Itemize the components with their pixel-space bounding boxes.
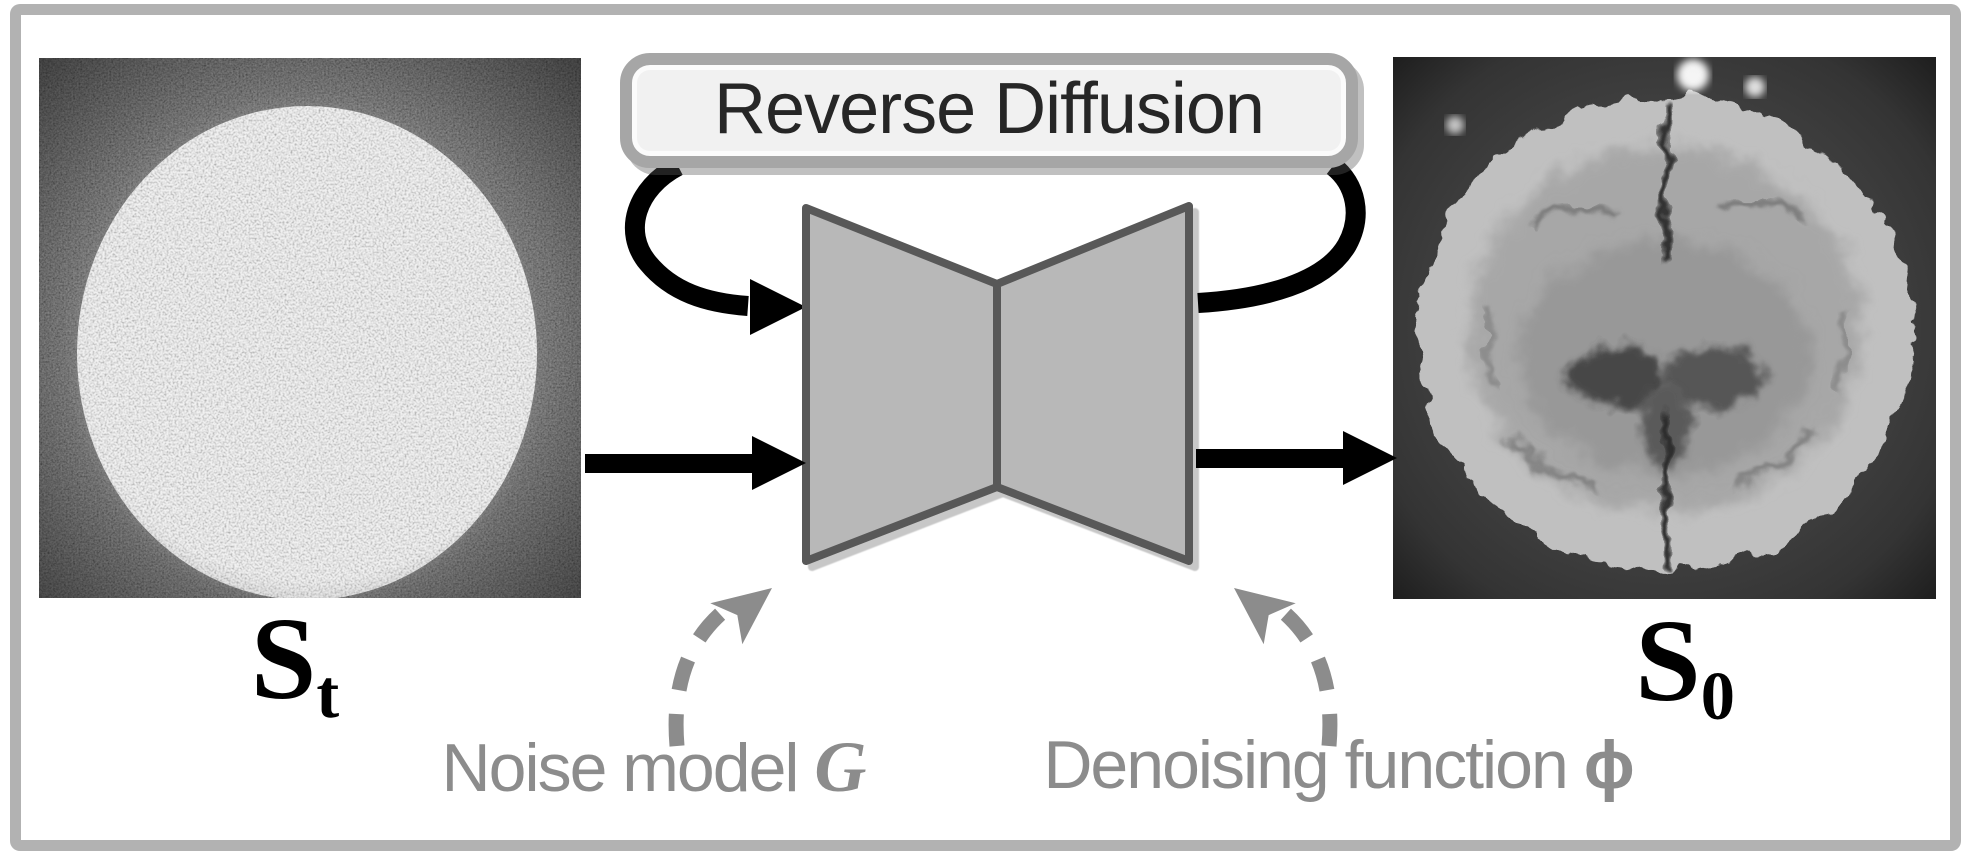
reverse-diffusion-box: Reverse Diffusion: [620, 53, 1358, 168]
clean-image-label: S0: [1570, 602, 1800, 731]
loop-arrow-right-arc: [1197, 158, 1366, 313]
noisy-image-label: St: [180, 600, 410, 729]
loop-arrow-left-arc: [624, 157, 749, 316]
clean-image-label-subscript: 0: [1700, 658, 1735, 735]
output-arrow-icon: [1196, 431, 1397, 485]
denoising-function-label-text: Denoising function: [1043, 727, 1584, 803]
noise-model-symbol: G: [814, 727, 866, 807]
clean-brain-mri-image: [1393, 57, 1936, 599]
input-arrow-icon: [585, 436, 806, 490]
dashed-pointer-arrow-icon: [668, 588, 772, 747]
dashed-pointer-arrow-icon: [1234, 588, 1338, 747]
unet-decoder-trapezoid: [993, 202, 1193, 565]
figure-border-frame: [10, 4, 1961, 851]
reverse-diffusion-label: Reverse Diffusion: [714, 68, 1265, 149]
noisy-brain-mri-image: [39, 58, 581, 598]
noisy-image-label-base: S: [250, 593, 317, 724]
noisy-image-label-subscript: t: [316, 656, 340, 733]
noise-model-label-text: Noise model: [441, 730, 815, 806]
unet-encoder-trapezoid: [802, 204, 1001, 565]
denoising-function-label: Denoising function ϕ: [1004, 731, 1674, 799]
noise-model-label: Noise model G: [373, 731, 933, 803]
unet-bowtie-icon: [802, 202, 1193, 565]
loop-arrowhead-icon: [750, 279, 806, 335]
clean-image-label-base: S: [1635, 595, 1701, 726]
denoising-function-symbol: ϕ: [1583, 727, 1635, 803]
